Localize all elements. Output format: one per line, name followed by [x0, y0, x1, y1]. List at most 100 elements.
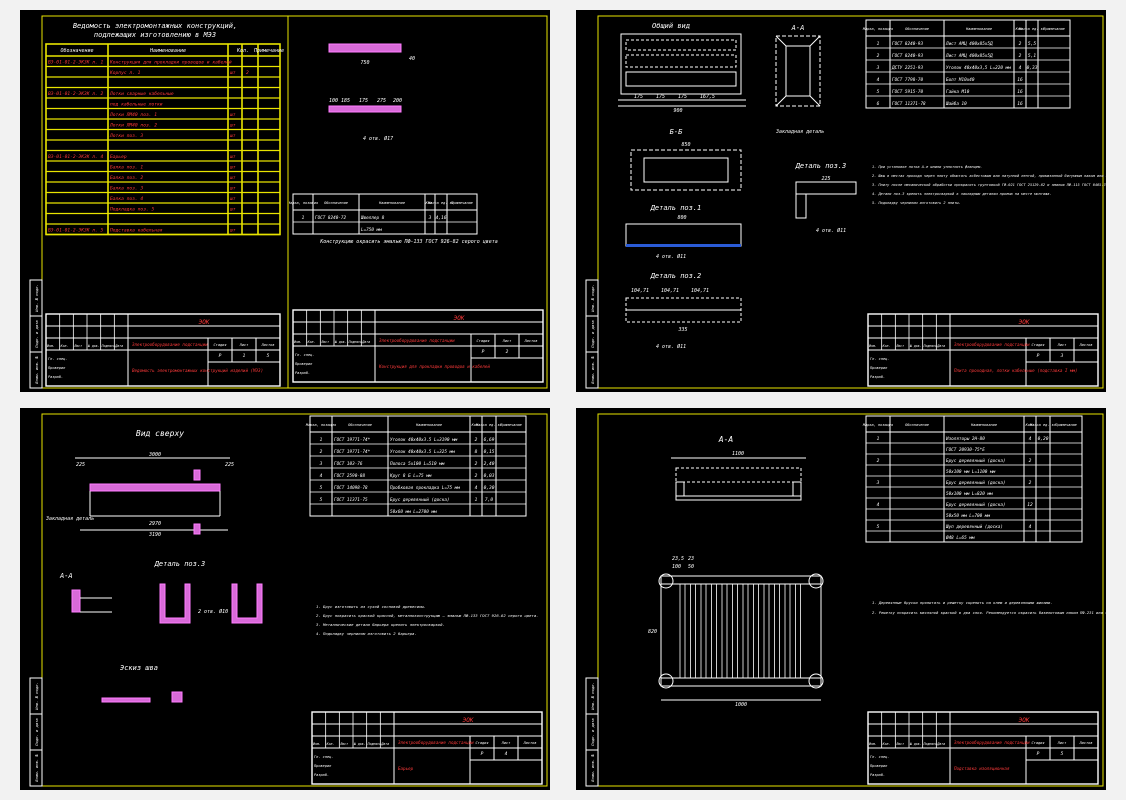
side-stamp-label: Взам. инв. № [590, 356, 595, 384]
detail-3-title: Деталь поз.3 [795, 162, 847, 170]
note-line: 1. Брус изготовить из сухой сосновой дре… [316, 604, 426, 609]
detail-2-dim-b: 104,71 [661, 288, 679, 294]
spec-qty: 16 [1017, 77, 1023, 83]
stamp-org: Электрооборудование подстанции [398, 740, 474, 745]
stamp-stage-label: Стадия [214, 343, 227, 347]
spec-header: Кол. [1025, 423, 1035, 427]
stamp-col-label: № док. [87, 344, 100, 348]
vedomost-code: ВЭ-01-01-2-ЭКЗК л. 4 [48, 154, 104, 160]
sheet-1-title-2: подлежащих изготовлению в МЭЗ [94, 31, 216, 39]
spec-pos: 3 [876, 65, 880, 71]
sheet-2-overlay: 750 40 100 185 175 275 200 4 отв. Ø17 Ма… [289, 43, 544, 383]
detail-2-dim-c: 104,71 [691, 288, 709, 294]
stamp-col-label: Подпись [923, 344, 938, 348]
spec-mass: 4,16 [436, 215, 447, 221]
stamp-col-label: Дата [361, 340, 370, 344]
spec-name: Брус деревянный (доска) [390, 497, 450, 503]
spec-qty: 4 [1019, 65, 1022, 71]
sheet-4-notes: 1. Брус изготовить из сухой сосновой дре… [315, 604, 539, 636]
spec-name: Шайба 10 [945, 100, 967, 107]
weld-sketch-title: Эскиз шва [120, 664, 158, 672]
stamp-sheet: 4 [505, 751, 508, 757]
spec-pos: 5 [320, 497, 323, 503]
stand-slat [763, 583, 770, 679]
detail-2-dim-d: 335 [677, 327, 687, 333]
stamp-col-label: Изм. [869, 344, 877, 348]
grid-dim-top-1: 100 [672, 564, 681, 570]
stamp-stage-label: Стадия [476, 741, 489, 745]
detail-3-part [795, 181, 857, 219]
spec-pos: 2 [877, 458, 880, 464]
stand-slat [753, 583, 759, 679]
stand-slat [711, 583, 717, 679]
gv-dim-1: 175 [634, 94, 643, 100]
grid-dim-top-3: 23,5 [672, 556, 684, 562]
spec-name: Болт М10х40 [946, 77, 975, 83]
grid-dim-top-4: 23 [688, 556, 694, 562]
vedomost-unit: шт [230, 229, 236, 234]
side-stamp-label: Инв. № подл. [590, 682, 595, 710]
stamp-org: Электрооборудование подстанции [132, 342, 208, 347]
stamp-col-label: Лист [73, 344, 82, 348]
section-aa-label: А-А [59, 572, 73, 580]
stamp-org: Электрооборудование подстанции [954, 740, 1030, 745]
spec-qty: 16 [1017, 101, 1023, 107]
vedomost-unit: шт [230, 208, 236, 213]
spec-header: Обозначение [348, 422, 372, 427]
spec-header: Марка, позиция [862, 423, 893, 427]
embedded-side-label: Закладная деталь [45, 516, 94, 522]
spec-code: ГОСТ 14098-78 [334, 485, 368, 491]
stamp-col-label: Изм. [294, 340, 302, 344]
spec-name: 50х50 мм L=700 мм [946, 513, 990, 519]
stamp-col-label: Кол. [882, 742, 891, 746]
stamp-code: ЭОК [463, 717, 474, 724]
vedomost-unit: шт [230, 134, 236, 139]
sheet-5-notes: 1. Деревянные бруски пропитать и решетку… [872, 600, 1106, 615]
stamp-role: Разраб. [295, 370, 310, 375]
embedded-label: Закладная деталь [775, 129, 824, 135]
spec-qty: 3 [428, 215, 432, 221]
vedomost-unit: шт [230, 113, 236, 118]
spec-name: Швеллер 8 [360, 215, 385, 221]
vedomost-header: Наименование [149, 48, 186, 54]
vedomost-code: ВЭ-01-01-2-ЭКЗК л. 2 [48, 91, 104, 97]
stamp-stage-label: Лист [501, 741, 511, 745]
spec-mass: 2,40 [484, 461, 495, 467]
vedomost-name: Подставка кабельная [109, 227, 163, 234]
stamp-org: Электрооборудование подстанции [379, 338, 455, 343]
side-stamp-label: Подп. и дата [590, 718, 595, 747]
stamp-stage-label: Лист [502, 339, 512, 343]
stamp-col-label: Изм. [869, 742, 877, 746]
detail-2-dim-a: 104,71 [631, 288, 649, 294]
spec-header: Примечание [1054, 423, 1077, 427]
spec-pos: 4 [877, 77, 880, 83]
side-stamp-label: Инв. № подл. [590, 284, 595, 312]
vedomost-qty: 2 [246, 70, 249, 76]
vedomost-name: Конструкция для прокладки проводов и каб… [109, 59, 232, 66]
spec-pos: 1 [320, 437, 323, 443]
spec-header: Примечание [1042, 27, 1065, 31]
spec-qty: 2 [475, 473, 478, 479]
section-aa-label: А-А [791, 24, 805, 32]
stamp-col-label: Лист [339, 742, 348, 746]
channel-dim-1: 40 [409, 56, 415, 62]
stamp-col-label: Кол. [60, 344, 69, 348]
sheet-5-drawing: А-А 1100 1000 820 100 50 23,5 23 Марка, … [585, 413, 1106, 787]
stamp-col-label: Дата [114, 344, 123, 348]
spec-name: Брус деревянный (доска) [946, 502, 1006, 508]
channel-dim-4: 175 [359, 98, 368, 104]
stand-section [671, 457, 806, 501]
stamp-col-label: Лист [895, 742, 904, 746]
spec-code: ГОСТ 2590-88 [334, 473, 365, 479]
detail-1-dim: 800 [677, 215, 686, 221]
stamp-col-label: Лист [895, 344, 904, 348]
stand-slat [774, 583, 780, 679]
stamp-col-label: Кол. [882, 344, 891, 348]
spec-name: 50х100 мм L=820 мм [946, 491, 993, 497]
gv-dim-3: 175 [678, 94, 687, 100]
sheet-4-frame [41, 413, 548, 787]
